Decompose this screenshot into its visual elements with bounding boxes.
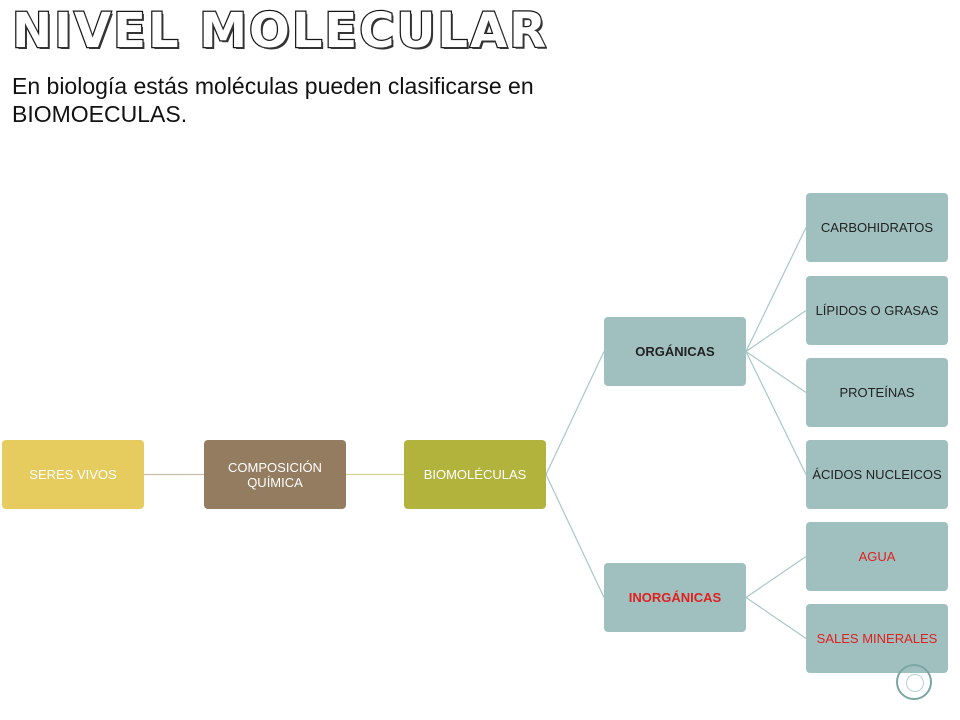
node-inorganicas: INORGÁNICAS <box>604 563 746 632</box>
connector-inorganicas-agua <box>745 556 807 598</box>
node-carbohidratos: CARBOHIDRATOS <box>806 193 948 262</box>
connector-organicas-acidos <box>745 351 807 475</box>
node-lipidos-o-grasas: LÍPIDOS O GRASAS <box>806 276 948 345</box>
connector-organicas-carbohidratos <box>745 227 807 352</box>
node-biomoleculas: BIOMOLÉCULAS <box>404 440 546 509</box>
connector-biomoleculas-inorganicas <box>545 474 605 598</box>
node-proteinas: PROTEÍNAS <box>806 358 948 427</box>
node-organicas: ORGÁNICAS <box>604 317 746 386</box>
circle-badge-inner <box>906 674 924 692</box>
connector-inorganicas-sales <box>745 597 807 639</box>
circle-badge-icon <box>896 664 932 700</box>
subtitle-text: En biología estás moléculas pueden clasi… <box>12 73 534 127</box>
node-acidos-nucleicos: ÁCIDOS NUCLEICOS <box>806 440 948 509</box>
node-agua: AGUA <box>806 522 948 591</box>
node-seres-vivos: SERES VIVOS <box>2 440 144 509</box>
connector-organicas-proteinas <box>745 351 807 393</box>
connector-biomoleculas-organicas <box>545 351 605 475</box>
page-title: NIVEL MOLECULAR <box>11 2 549 61</box>
connector-organicas-lipidos <box>745 310 807 352</box>
node-sales-minerales: SALES MINERALES <box>806 604 948 673</box>
node-composicion-quimica: COMPOSICIÓN QUÍMICA <box>204 440 346 509</box>
